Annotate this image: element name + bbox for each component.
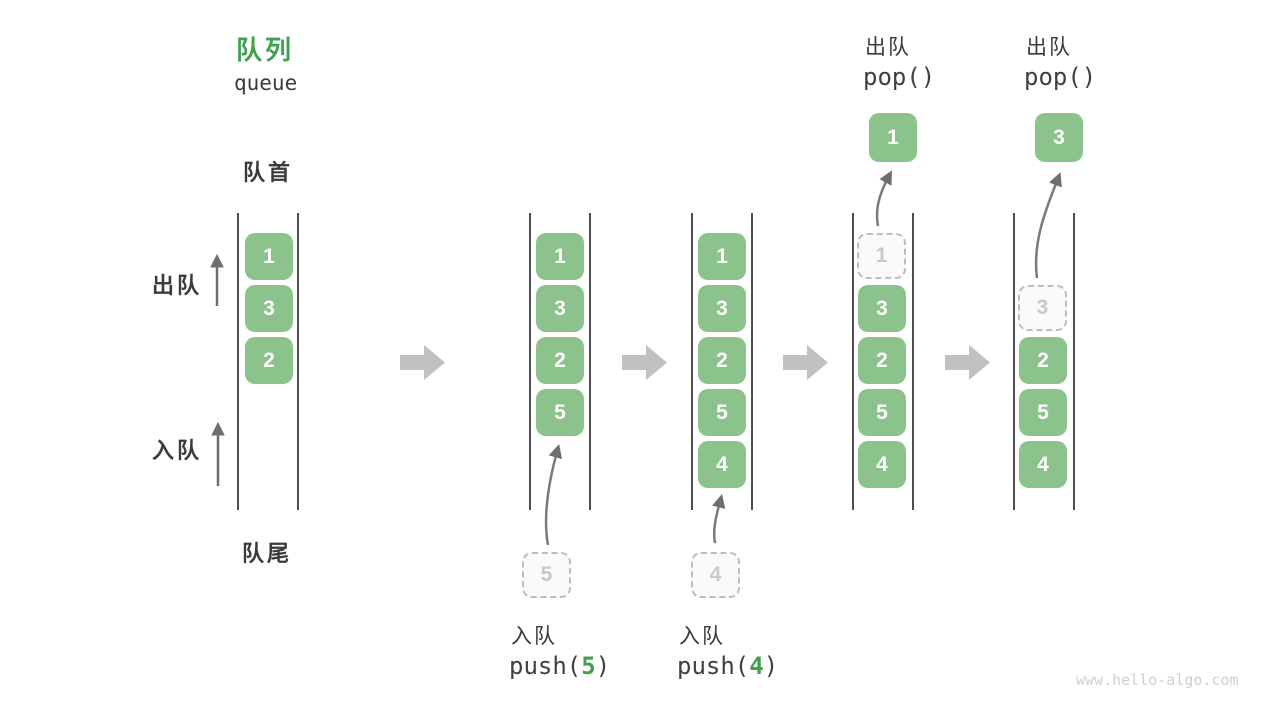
container-wall bbox=[751, 213, 753, 510]
queue-element: 1 bbox=[245, 233, 293, 280]
queue-element: 5 bbox=[1019, 389, 1067, 436]
queue-element: 2 bbox=[698, 337, 746, 384]
code-text: ) bbox=[595, 652, 611, 680]
queue-element: 4 bbox=[698, 441, 746, 488]
queue-element: 4 bbox=[858, 441, 906, 488]
staged-element: 4 bbox=[691, 552, 740, 598]
dequeue-op-code: pop() bbox=[1024, 63, 1097, 91]
queue-element: 2 bbox=[1019, 337, 1067, 384]
enqueue-op-code: push(5) bbox=[509, 652, 610, 680]
queue-element: 3 bbox=[245, 285, 293, 332]
queue-element: 4 bbox=[1019, 441, 1067, 488]
staged-element: 5 bbox=[522, 552, 571, 598]
dequeue-op-code: pop() bbox=[863, 63, 936, 91]
queue-element: 2 bbox=[245, 337, 293, 384]
queue-element: 2 bbox=[858, 337, 906, 384]
page-title: 队列 bbox=[236, 35, 295, 65]
dequeue-op-label: 出队 bbox=[1026, 36, 1072, 59]
queue-element: 5 bbox=[698, 389, 746, 436]
container-wall bbox=[912, 213, 914, 510]
container-wall bbox=[589, 213, 591, 510]
removed-element-ghost: 1 bbox=[857, 233, 906, 279]
queue-element: 1 bbox=[536, 233, 584, 280]
container-wall bbox=[297, 213, 299, 510]
removed-element-ghost: 3 bbox=[1018, 285, 1067, 331]
container-wall bbox=[1013, 213, 1015, 510]
queue-element: 5 bbox=[536, 389, 584, 436]
code-arg: 4 bbox=[749, 652, 764, 680]
queue-element: 3 bbox=[698, 285, 746, 332]
popped-element: 1 bbox=[869, 113, 917, 162]
queue-element: 3 bbox=[536, 285, 584, 332]
code-arg: 5 bbox=[581, 652, 596, 680]
queue-front-label: 队首 bbox=[243, 160, 294, 185]
popped-element: 3 bbox=[1035, 113, 1083, 162]
container-wall bbox=[1073, 213, 1075, 510]
queue-rear-label: 队尾 bbox=[242, 541, 293, 566]
queue-element: 2 bbox=[536, 337, 584, 384]
side-dequeue-label: 出队 bbox=[152, 273, 203, 298]
code-text: ) bbox=[763, 652, 779, 680]
queue-element: 1 bbox=[698, 233, 746, 280]
container-wall bbox=[237, 213, 239, 510]
page-subtitle: queue bbox=[234, 71, 298, 95]
container-wall bbox=[529, 213, 531, 510]
enqueue-op-label: 入队 bbox=[511, 625, 557, 648]
enqueue-op-label: 入队 bbox=[679, 625, 725, 648]
code-text: push( bbox=[509, 652, 582, 680]
watermark: www.hello-algo.com bbox=[1076, 671, 1239, 689]
queue-element: 3 bbox=[858, 285, 906, 332]
dequeue-op-label: 出队 bbox=[865, 36, 911, 59]
queue-element: 5 bbox=[858, 389, 906, 436]
code-text: push( bbox=[677, 652, 750, 680]
side-enqueue-label: 入队 bbox=[152, 438, 203, 463]
container-wall bbox=[691, 213, 693, 510]
container-wall bbox=[852, 213, 854, 510]
enqueue-op-code: push(4) bbox=[677, 652, 778, 680]
